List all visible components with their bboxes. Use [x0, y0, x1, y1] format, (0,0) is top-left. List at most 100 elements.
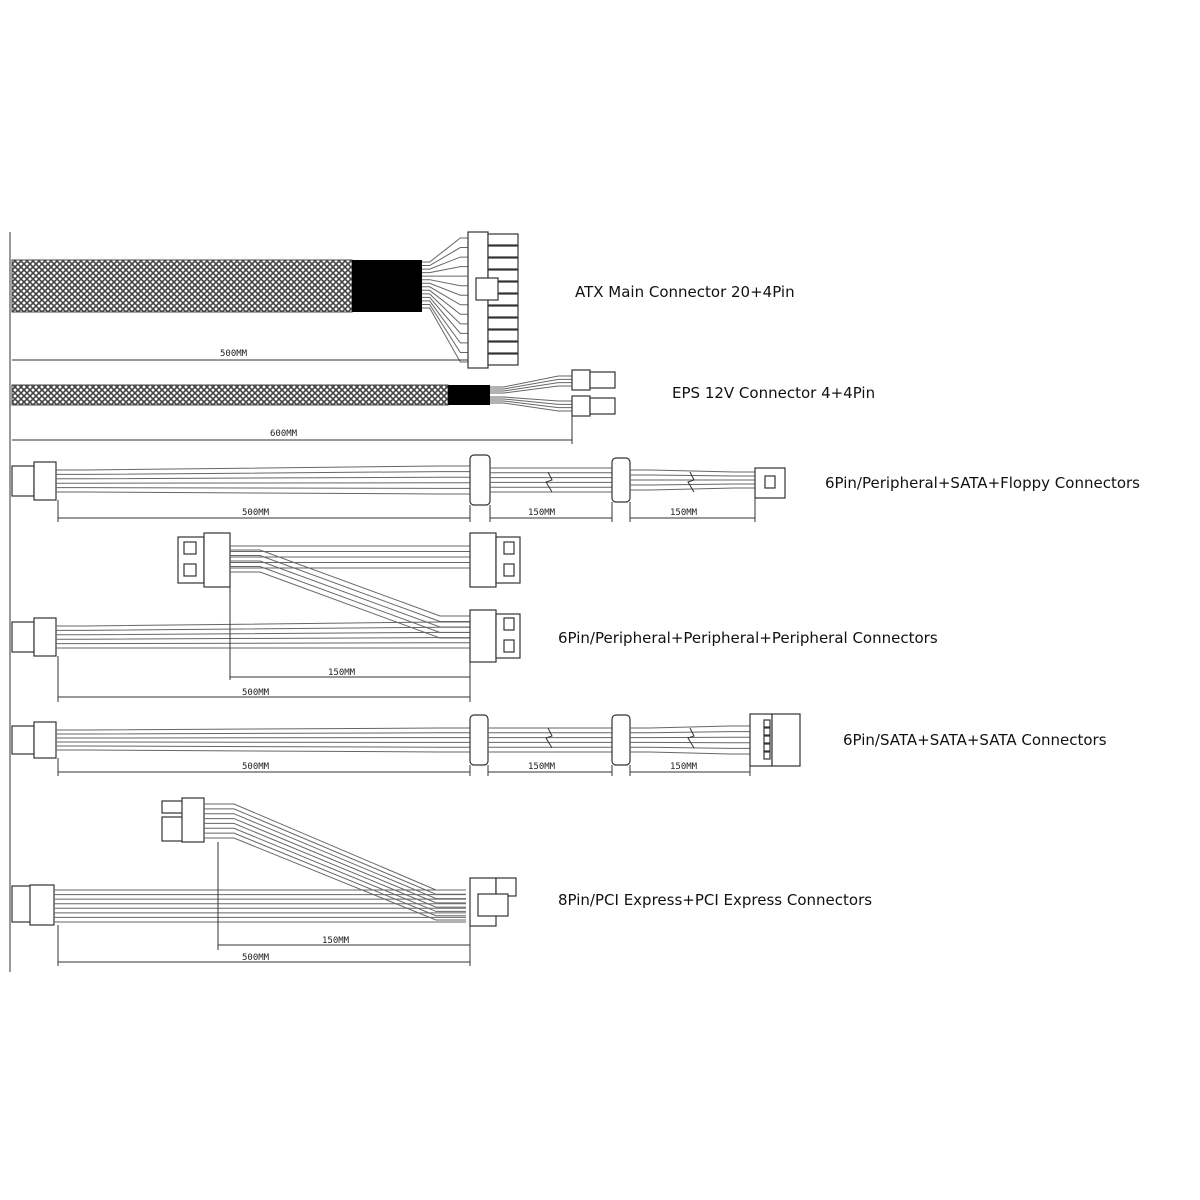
wire [422, 282, 468, 296]
cable-title: 8Pin/PCI Express+PCI Express Connectors [558, 891, 872, 909]
wire [422, 256, 468, 270]
wire [204, 818, 466, 904]
wire [630, 731, 750, 734]
wire [630, 469, 755, 473]
atx-cable: 500MM ATX Main Connector 20+4Pin [11, 231, 795, 369]
wire [630, 751, 750, 755]
dimension-label: 500MM [242, 688, 270, 698]
wire-bundle [490, 375, 572, 394]
wire [422, 303, 468, 353]
wire [630, 746, 750, 749]
6pin-connector [33, 461, 57, 501]
wire-bundle [422, 237, 468, 363]
wire [422, 247, 468, 267]
cable-title: 6Pin/SATA+SATA+SATA Connectors [843, 731, 1107, 749]
eps-connector [571, 369, 591, 391]
wire [230, 549, 470, 617]
wire [204, 827, 466, 912]
wire [422, 266, 468, 274]
wire-bundle [490, 396, 572, 412]
wire [490, 398, 572, 405]
pin [487, 233, 519, 246]
wire [204, 837, 466, 921]
wire [56, 749, 470, 753]
wire [56, 745, 470, 748]
pin [487, 269, 519, 282]
dimension-label: 500MM [220, 349, 248, 359]
eps-connector [571, 395, 591, 417]
wire [204, 808, 466, 895]
pin [763, 743, 771, 752]
wire [630, 725, 750, 729]
wire [490, 378, 572, 390]
dimension-label: 150MM [528, 762, 556, 772]
sata-connector [611, 457, 631, 503]
wire-bundle [204, 803, 466, 921]
wire [230, 555, 470, 622]
wire [422, 289, 468, 315]
wire [490, 400, 572, 409]
cable-title: ATX Main Connector 20+4Pin [575, 283, 795, 301]
wire [422, 279, 468, 287]
pin [487, 317, 519, 330]
wire [56, 727, 470, 731]
dimension-label: 150MM [670, 762, 698, 772]
wire [56, 621, 470, 627]
pcie-x2-cable: 150MM 500MM 8Pin/PCI Express+PCI Express… [11, 797, 872, 966]
wire [422, 286, 468, 306]
pin [487, 245, 519, 258]
wire [422, 237, 468, 263]
peripheral-connector [469, 532, 497, 588]
cable-title: EPS 12V Connector 4+4Pin [672, 384, 875, 402]
wire [422, 300, 468, 344]
wire [56, 476, 470, 480]
wire [204, 813, 466, 900]
connector-pins [763, 719, 771, 760]
wire [204, 803, 466, 891]
peripheral-connector [469, 609, 497, 663]
wire [490, 385, 572, 394]
pin [487, 329, 519, 342]
wire-bundle [230, 545, 470, 569]
connector-latch [475, 277, 499, 301]
wire [56, 491, 470, 495]
peripheral-connector [469, 454, 491, 506]
wire [490, 402, 572, 412]
wire [204, 832, 466, 917]
wire-bundle [230, 549, 470, 639]
dimension-label: 500MM [242, 953, 270, 963]
heat-shrink [352, 260, 422, 312]
pin [487, 257, 519, 270]
8pin-connector [29, 884, 55, 926]
wire [56, 471, 470, 475]
braided-sleeve [11, 384, 449, 406]
cable-title: 6Pin/Peripheral+SATA+Floppy Connectors [825, 474, 1140, 492]
peripheral-sata-floppy-cable: 500MM 150MM 150MM 6Pin/Peripheral+SATA+F… [11, 454, 1140, 522]
wire [230, 560, 470, 628]
wire [422, 296, 468, 334]
wire [56, 626, 470, 631]
wire [630, 474, 755, 477]
pin [763, 719, 771, 728]
wire [630, 483, 755, 486]
wire-bundle [54, 889, 466, 923]
pin [763, 751, 771, 760]
wire-bundle [630, 725, 750, 755]
eps-cable: 600MM EPS 12V Connector 4+4Pin [11, 369, 875, 444]
wire [490, 382, 572, 392]
sata-connector [469, 714, 489, 766]
6pin-connector [33, 617, 57, 657]
sata-x3-cable: 500MM 150MM 150MM 6Pin/SATA+SATA+SATA Co… [11, 713, 1107, 776]
wire [56, 487, 470, 489]
wire-bundle [56, 465, 470, 495]
pin [763, 727, 771, 736]
dimension-label: 150MM [528, 508, 556, 518]
cable-title: 6Pin/Peripheral+Peripheral+Peripheral Co… [558, 629, 938, 647]
wire [204, 822, 466, 908]
break-mark [545, 727, 695, 749]
pin [487, 341, 519, 354]
dimension-label: 600MM [270, 429, 298, 439]
wire [490, 375, 572, 388]
peripheral-x3-cable: 150MM 500MM 6Pin/Peripheral+Peripheral+P… [11, 532, 938, 702]
dimension-label: 500MM [242, 508, 270, 518]
